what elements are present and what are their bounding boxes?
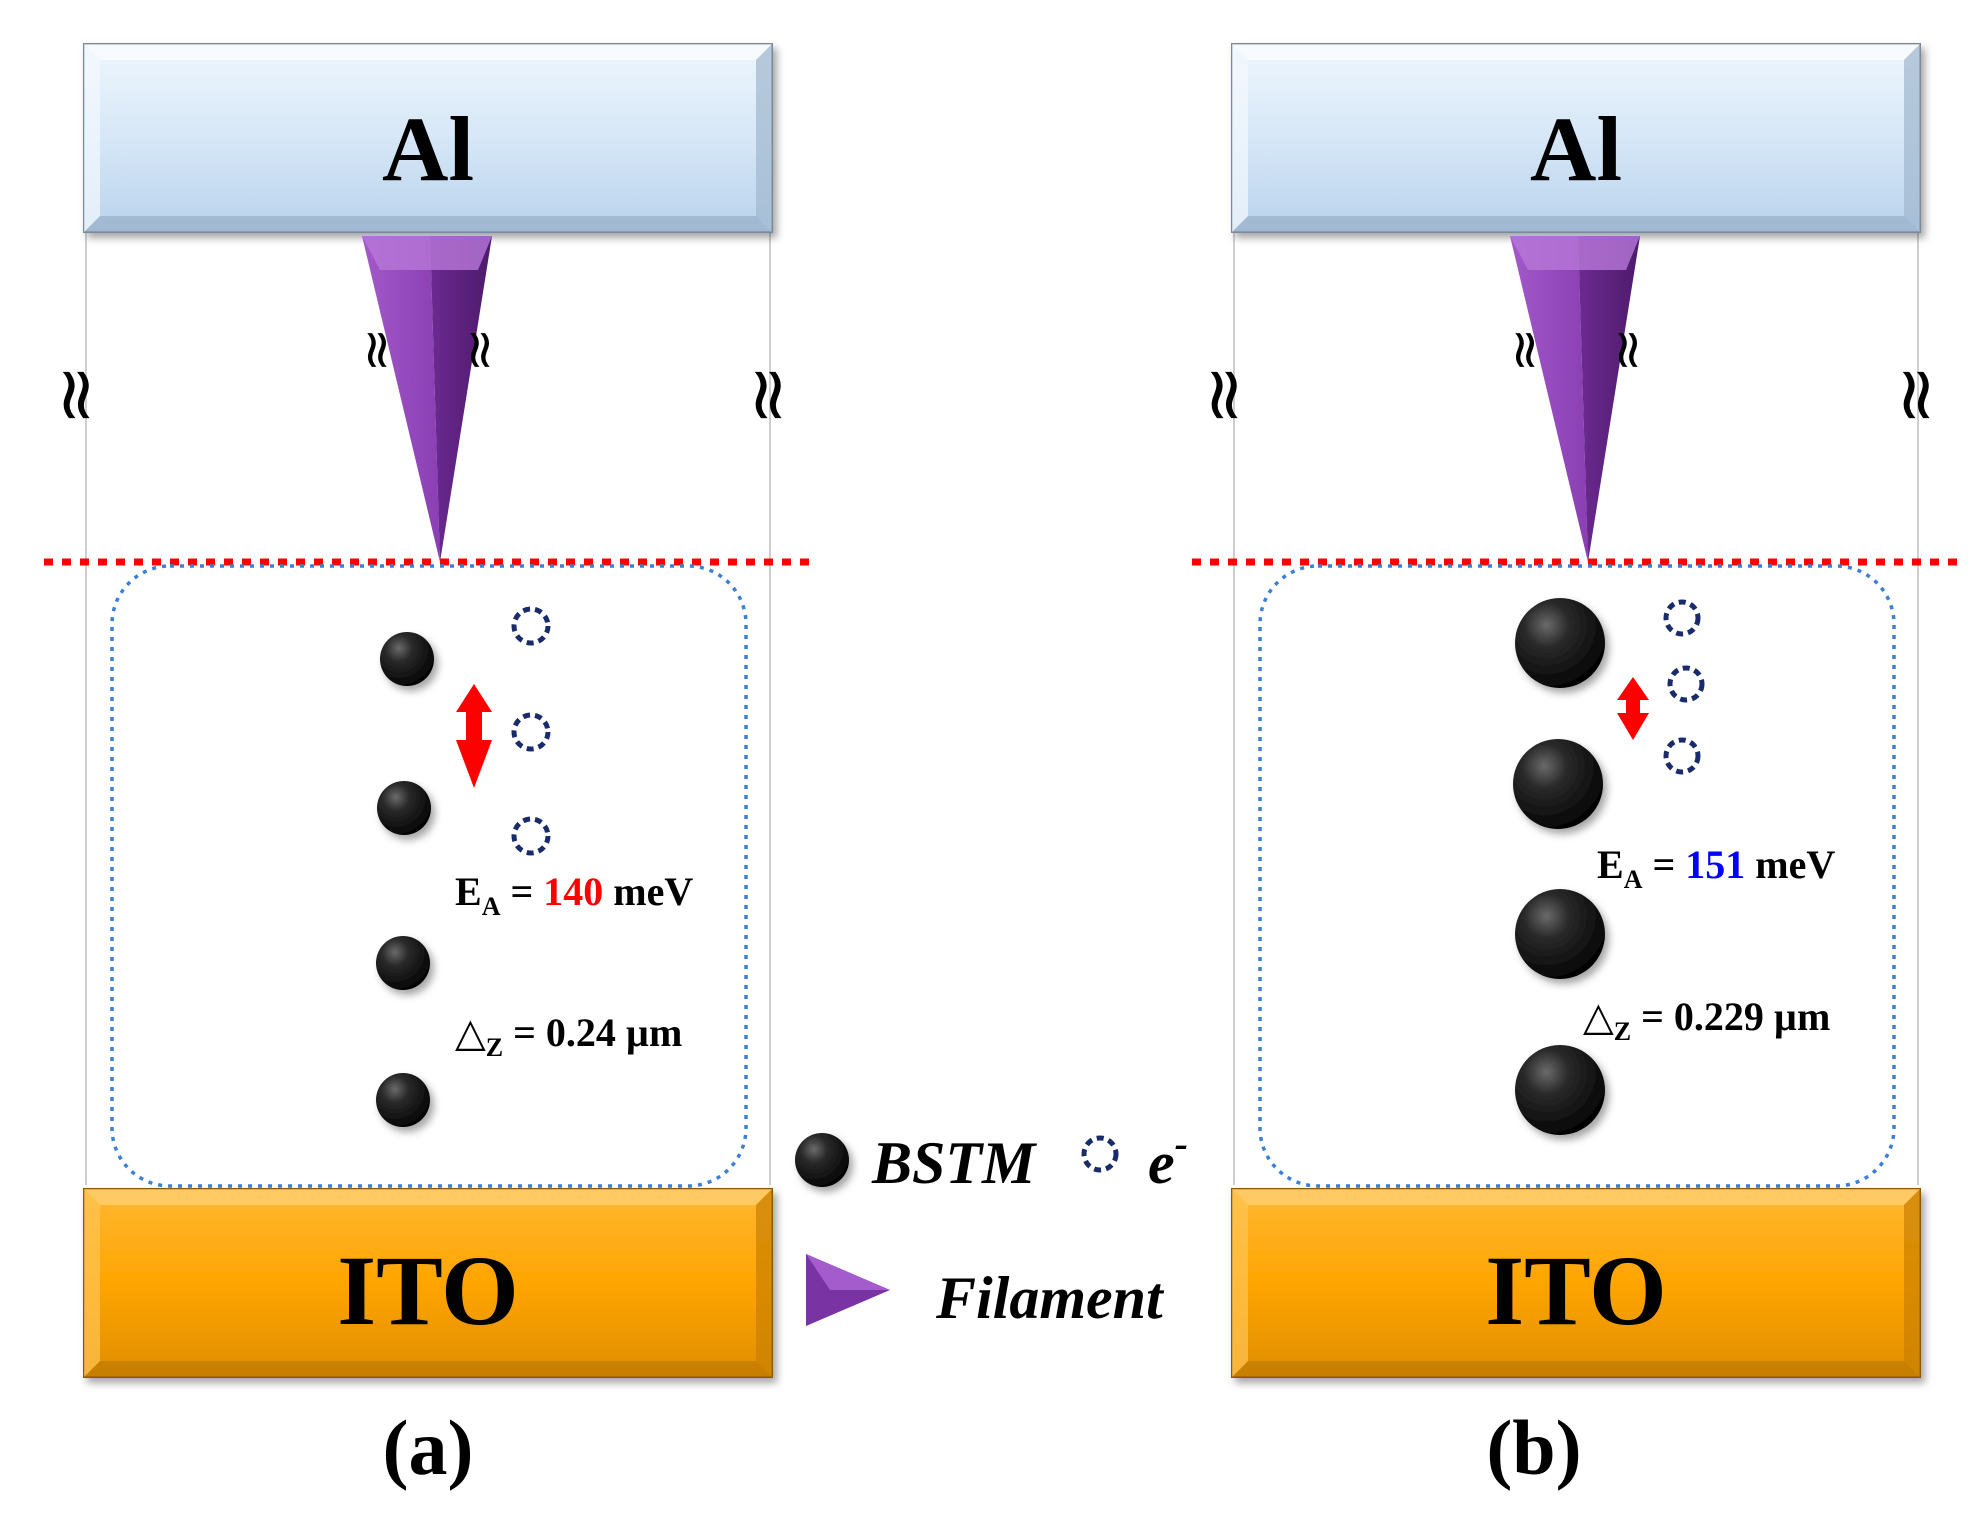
break-symbol: ≈	[347, 327, 410, 372]
activation-energy-label: EA = 151 meV	[1597, 842, 1835, 894]
bstm-particle	[1515, 1045, 1605, 1135]
bstm-particle	[376, 1073, 430, 1127]
electron	[1663, 737, 1701, 775]
break-symbol: ≈	[35, 364, 121, 426]
legend-electron-label: e-	[1148, 1121, 1188, 1196]
bstm-particle	[1515, 889, 1605, 979]
legend-bstm-swatch	[795, 1133, 849, 1187]
al-electrode	[83, 43, 773, 233]
delta-symbol: △	[455, 1010, 486, 1056]
electron-symbol: e	[1148, 1130, 1175, 1196]
panel-b: Al ≈ ≈ ≈ ≈ EA = 151 meV △Z = 0.229 µm	[1183, 43, 1961, 1491]
ea-symbol: E	[455, 869, 482, 914]
delta-z-label: △Z = 0.24 µm	[455, 1010, 682, 1062]
legend-bstm-label: BSTM	[871, 1130, 1038, 1196]
break-symbol: ≈	[1598, 327, 1661, 372]
ea-symbol: E	[1597, 842, 1624, 887]
break-symbol: ≈	[450, 327, 513, 372]
switching-region	[1258, 564, 1896, 1188]
distance-arrow	[456, 684, 492, 788]
ito-electrode	[83, 1188, 773, 1378]
break-symbol: ≈	[1183, 364, 1269, 426]
break-symbol: ≈	[1875, 364, 1961, 426]
ea-value: 151	[1685, 842, 1745, 887]
bstm-particle	[380, 632, 434, 686]
bstm-particle	[377, 781, 431, 835]
ito-electrode	[1231, 1188, 1921, 1378]
dz-subscript: Z	[1614, 1017, 1631, 1046]
al-electrode	[1231, 43, 1921, 233]
ea-subscript: A	[1624, 865, 1643, 894]
ea-equals: =	[500, 869, 543, 914]
ito-label: ITO	[337, 1235, 519, 1346]
delta-symbol: △	[1583, 994, 1614, 1040]
electron	[511, 606, 551, 646]
legend-filament-swatch	[806, 1254, 890, 1326]
panel-caption: (b)	[1486, 1404, 1581, 1491]
ea-unit: meV	[603, 869, 693, 914]
al-label: Al	[382, 98, 474, 200]
electron	[511, 816, 551, 856]
panel-a: Al ≈ ≈ ≈ ≈ EA = 14	[35, 43, 813, 1491]
ea-subscript: A	[482, 892, 501, 921]
electron	[1663, 599, 1701, 637]
activation-energy-label: EA = 140 meV	[455, 869, 693, 921]
electron	[511, 712, 551, 752]
panel-caption: (a)	[383, 1404, 474, 1491]
ea-unit: meV	[1745, 842, 1835, 887]
legend-electron-swatch	[1081, 1135, 1119, 1173]
delta-z-label: △Z = 0.229 µm	[1583, 994, 1830, 1046]
al-label: Al	[1530, 98, 1622, 200]
switching-region	[110, 564, 748, 1188]
legend-filament-label: Filament	[935, 1265, 1165, 1331]
legend: BSTM e- Filament	[795, 1121, 1188, 1331]
bstm-particle	[376, 936, 430, 990]
break-symbol: ≈	[727, 364, 813, 426]
dz-value: = 0.24 µm	[503, 1010, 682, 1055]
dz-value: = 0.229 µm	[1631, 994, 1830, 1039]
ea-value: 140	[543, 869, 603, 914]
bstm-particle	[1513, 739, 1603, 829]
electron-superscript: -	[1175, 1121, 1188, 1166]
bstm-particle	[1515, 598, 1605, 688]
distance-arrow	[1617, 677, 1649, 740]
filament	[1510, 236, 1640, 562]
break-symbol: ≈	[1495, 327, 1558, 372]
ito-label: ITO	[1485, 1235, 1667, 1346]
ea-equals: =	[1642, 842, 1685, 887]
dz-subscript: Z	[486, 1033, 503, 1062]
filament	[362, 236, 492, 562]
electron	[1667, 665, 1705, 703]
